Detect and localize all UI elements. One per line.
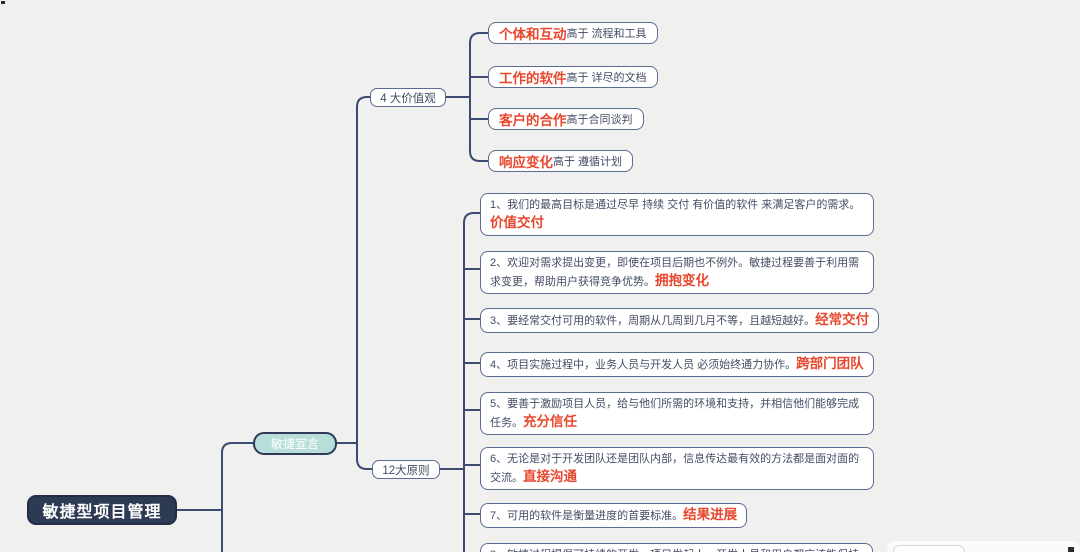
manifesto-node[interactable]: 敏捷宣言 (253, 432, 337, 455)
connector-branch-trunk (356, 96, 372, 470)
principle-keyword: 充分信任 (523, 414, 577, 429)
value-node-1[interactable]: 个体和互动 高于 流程和工具 (488, 22, 658, 44)
principle-keyword: 经常交付 (815, 312, 870, 327)
value-keyword: 工作的软件 (499, 71, 567, 86)
value-node-3[interactable]: 客户的合作 高于合同谈判 (488, 108, 644, 130)
principle-text: 4、项目实施过程中，业务人员与开发人员 必须始终通力协作。 (490, 359, 797, 371)
principle-node-1[interactable]: 1、我们的最高目标是通过尽早 持续 交付 有价值的软件 来满足客户的需求。价值交… (480, 193, 874, 236)
principle-text: 7、可用的软件是衡量进度的首要标准。 (490, 510, 684, 522)
principle-node-7[interactable]: 7、可用的软件是衡量进度的首要标准。结果进展 (480, 503, 748, 528)
branch-values-label: 4 大价值观 (380, 92, 436, 105)
connector-values-trunk (469, 32, 488, 162)
cursor-mark-bottom-right (1068, 547, 1074, 552)
branch-principles-label: 12大原则 (382, 464, 430, 477)
value-keyword: 响应变化 (499, 155, 553, 170)
principle-keyword: 直接沟通 (523, 469, 577, 484)
principle-node-4[interactable]: 4、项目实施过程中，业务人员与开发人员 必须始终通力协作。跨部门团队 (480, 352, 874, 377)
principle-keyword: 价值交付 (490, 215, 544, 230)
connector-principles-trunk (463, 212, 480, 552)
cursor-mark-top-left (1, 1, 5, 4)
toolbar-button[interactable] (893, 545, 965, 552)
root-node[interactable]: 敏捷型项目管理 (27, 495, 177, 525)
principle-text: 3、要经常交付可用的软件，周期从几周到几月不等，且越短越好。 (490, 315, 816, 327)
principle-node-2[interactable]: 2、欢迎对需求提出变更，即使在项目后期也不例外。敏捷过程要善于利用需求变更，帮助… (480, 251, 874, 294)
value-rest: 高于 流程和工具 (566, 28, 647, 40)
branch-values-node[interactable]: 4 大价值观 (370, 88, 446, 107)
value-rest: 高于 详尽的文档 (566, 72, 647, 84)
principle-text: 5、要善于激励项目人员，给与他们所需的环境和支持，并相信他们能够完成任务。 (490, 398, 860, 429)
principle-keyword: 结果进展 (683, 507, 738, 522)
value-node-2[interactable]: 工作的软件 高于 详尽的文档 (488, 66, 658, 88)
principle-text: 2、欢迎对需求提出变更，即使在项目后期也不例外。敏捷过程要善于利用需求变更，帮助… (490, 257, 860, 288)
principle-node-5[interactable]: 5、要善于激励项目人员，给与他们所需的环境和支持，并相信他们能够完成任务。充分信… (480, 392, 874, 435)
root-label: 敏捷型项目管理 (42, 504, 162, 521)
principle-text: 6、无论是对于开发团队还是团队内部，信息传达最有效的方法都是面对面的交流。 (490, 453, 860, 484)
floating-toolbar[interactable] (887, 541, 1080, 552)
principle-text: 8、敏捷过程提倡可持续的开发。项目发起人、开发人员和用户都应该能保持恒久稳 (490, 549, 859, 552)
principle-text: 1、我们的最高目标是通过尽早 持续 交付 有价值的软件 来满足客户的需求。 (490, 199, 861, 211)
principle-node-6[interactable]: 6、无论是对于开发团队还是团队内部，信息传达最有效的方法都是面对面的交流。直接沟… (480, 447, 874, 490)
connector-manifesto (221, 442, 253, 552)
value-node-4[interactable]: 响应变化 高于 遵循计划 (488, 150, 634, 172)
principle-keyword: 拥抱变化 (655, 273, 709, 288)
principle-keyword: 跨部门团队 (796, 356, 864, 371)
branch-principles-node[interactable]: 12大原则 (372, 460, 440, 479)
principle-node-8[interactable]: 8、敏捷过程提倡可持续的开发。项目发起人、开发人员和用户都应该能保持恒久稳 (480, 543, 873, 552)
value-rest: 高于 遵循计划 (553, 156, 623, 168)
value-keyword: 个体和互动 (499, 27, 567, 42)
value-rest: 高于合同谈判 (566, 114, 633, 126)
principle-node-3[interactable]: 3、要经常交付可用的软件，周期从几周到几月不等，且越短越好。经常交付 (480, 308, 880, 333)
value-keyword: 客户的合作 (499, 113, 567, 128)
manifesto-label: 敏捷宣言 (270, 437, 319, 451)
